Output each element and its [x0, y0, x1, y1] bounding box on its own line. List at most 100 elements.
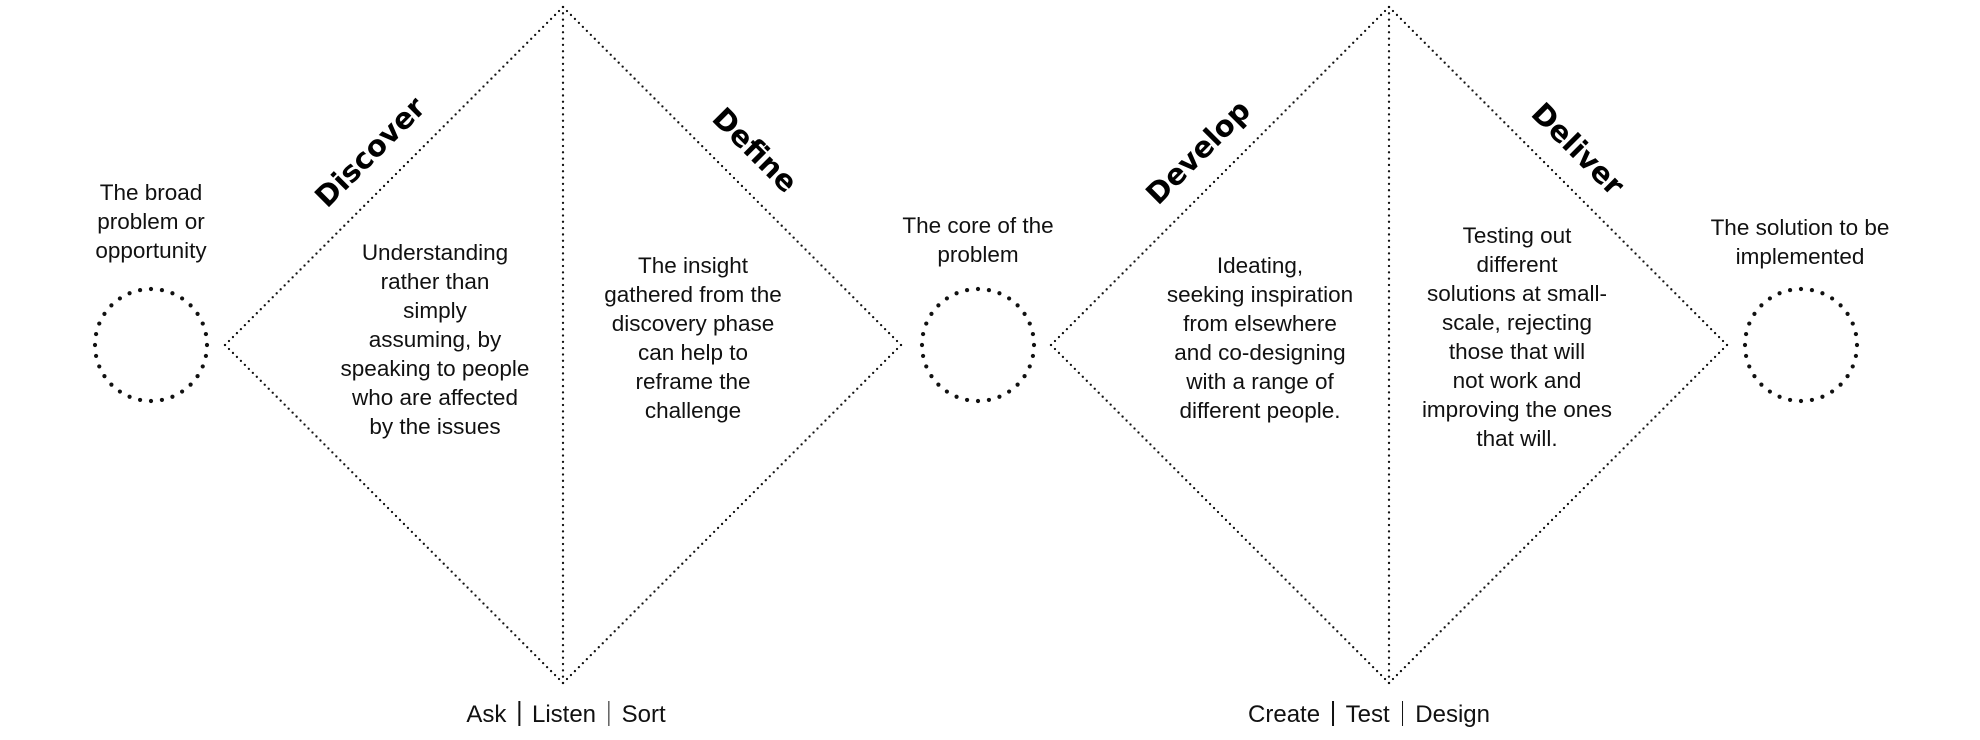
diamond-edge-dot — [1375, 17, 1379, 21]
diamond-divider-dot — [561, 549, 565, 552]
diamond-edge-dot — [589, 654, 592, 657]
diamond-edge-dot — [299, 268, 302, 271]
diamond-edge-dot — [243, 363, 247, 367]
diamond-divider-dot — [1387, 328, 1391, 331]
diamond-edge-dot — [768, 475, 771, 478]
diamond-divider-dot — [561, 277, 565, 280]
diamond-edge-dot — [1566, 184, 1570, 188]
diamond-edge-dot — [804, 439, 807, 442]
diamond-edge-dot — [386, 506, 390, 510]
diamond-edge-dot — [343, 463, 346, 466]
diamond-edge-dot — [641, 85, 644, 88]
diamond-edge-dot — [1236, 530, 1240, 534]
circle-dot — [964, 287, 970, 293]
diamond-edge-dot — [585, 657, 589, 661]
diamond-edge-dot — [1204, 498, 1208, 502]
diamond-edge-dot — [1077, 371, 1080, 374]
diamond-edge-dot — [1686, 383, 1689, 386]
diamond-divider-dot — [561, 182, 565, 186]
diamond-edge-dot — [601, 642, 604, 645]
diamond-edge-dot — [665, 578, 668, 581]
diamond-edge-dot — [764, 479, 767, 482]
diamond-divider-dot — [1387, 43, 1391, 47]
diamond-edge-dot — [1085, 379, 1088, 382]
diamond-edge-dot — [1586, 204, 1589, 207]
diamond-edge-dot — [693, 550, 696, 553]
diamond-edge-dot — [868, 375, 871, 378]
diamond-edge-dot — [1658, 411, 1661, 414]
diamond-edge-dot — [1419, 650, 1422, 653]
diamond-edge-dot — [780, 463, 783, 466]
diamond-edge-dot — [625, 69, 628, 72]
diamond-edge-dot — [800, 443, 803, 446]
circle-dot — [1742, 342, 1748, 348]
diamond-edge-dot — [621, 65, 624, 68]
diamond-edge-dot — [1185, 208, 1188, 211]
diamond-edge-dot — [1630, 439, 1633, 442]
diamond-edge-dot — [669, 113, 672, 116]
diamond-divider-dot — [1387, 62, 1391, 66]
diamond-divider-dot — [561, 568, 565, 571]
diamond-divider-dot — [561, 593, 565, 596]
diamond-edge-dot — [239, 359, 243, 363]
diamond-edge-dot — [1061, 331, 1065, 335]
diamond-divider-dot — [1387, 580, 1391, 584]
diamond-edge-dot — [1705, 363, 1709, 367]
diamond-edge-dot — [1093, 387, 1096, 390]
diamond-edge-dot — [1459, 77, 1462, 80]
diamond-edge-dot — [681, 125, 684, 128]
diamond-edge-dot — [426, 141, 429, 144]
circle-dot — [1777, 394, 1782, 399]
diamond-edge-dot — [1312, 81, 1315, 84]
end-circle — [1742, 286, 1860, 404]
diamond-edge-dot — [1316, 77, 1319, 80]
circle-dot — [159, 397, 165, 403]
diamond-edge-dot — [764, 208, 767, 211]
diamond-edge-dot — [351, 471, 354, 474]
diamond-edge-dot — [1431, 49, 1434, 52]
diamond-divider-dot — [561, 151, 565, 154]
diamond-edge-dot — [406, 160, 410, 164]
diamond-edge-dot — [382, 502, 386, 506]
diamond-divider-dot — [1387, 106, 1391, 110]
diamond-edge-dot — [1542, 526, 1546, 530]
diamond-edge-dot — [1519, 550, 1522, 553]
diamond-edge-dot — [363, 204, 366, 207]
diamond-edge-dot — [645, 598, 648, 601]
diamond-edge-dot — [1069, 363, 1073, 367]
circle-dot — [1838, 303, 1843, 308]
diamond-edge-dot — [1252, 141, 1255, 144]
second-diamond — [1049, 5, 1729, 685]
diamond-edge-dot — [1049, 343, 1053, 347]
circle-dot — [170, 394, 175, 399]
diamond-divider-dot — [561, 536, 565, 539]
diamond-divider-dot — [561, 189, 565, 192]
diamond-divider-dot — [561, 347, 565, 350]
diamond-divider-dot — [561, 125, 565, 129]
diamond-edge-dot — [1479, 97, 1482, 100]
diamond-edge-dot — [287, 407, 290, 410]
diamond-divider-dot — [1387, 618, 1391, 621]
diamond-edge-dot — [1467, 602, 1470, 605]
circle-dot — [944, 389, 949, 394]
circle-dot — [924, 321, 929, 326]
diamond-edge-dot — [613, 630, 616, 633]
diamond-divider-dot — [561, 479, 565, 482]
diamond-edge-dot — [1383, 9, 1387, 13]
circle-dot — [954, 291, 959, 296]
diamond-divider-dot — [1387, 31, 1391, 34]
diamond-edge-dot — [1483, 101, 1486, 104]
diamond-edge-dot — [438, 129, 441, 132]
diamond-edge-dot — [1531, 538, 1534, 541]
diamond-edge-dot — [1554, 172, 1558, 176]
diamond-edge-dot — [1173, 220, 1176, 223]
diamond-edge-dot — [335, 232, 338, 235]
circle-dot — [1759, 382, 1764, 387]
diamond-divider-dot — [1387, 258, 1391, 261]
diamond-edge-dot — [1709, 327, 1713, 331]
diamond-divider-dot — [1387, 467, 1391, 470]
diamond-edge-dot — [478, 598, 481, 601]
diamond-edge-dot — [581, 661, 585, 665]
diamond-edge-dot — [701, 145, 704, 148]
diamond-edge-dot — [410, 156, 414, 160]
